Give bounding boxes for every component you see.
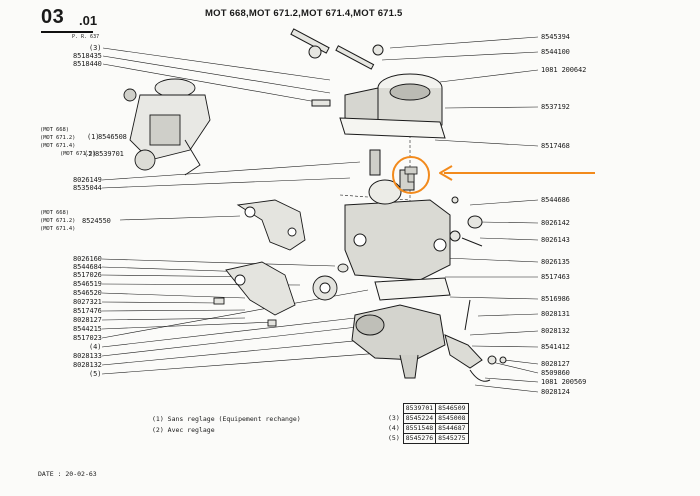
table-cell: 8545276	[402, 433, 437, 444]
footnote-1: (1) Sans reglage (Equipement rechange)	[152, 415, 301, 423]
note-ref-1: (1)	[87, 133, 100, 141]
callout-list-item: 8544215	[73, 325, 102, 333]
callout-right-item: 8509860	[541, 369, 570, 377]
table-row: (5) 8545276 8545275	[386, 433, 469, 444]
label-mot668-b: (MOT 668)	[40, 210, 69, 216]
callout-right-item: 8028124	[541, 388, 570, 396]
table-row-label: (5)	[388, 434, 400, 442]
callout-right-item: 8028127	[541, 360, 570, 368]
callout-list-item: 8027321	[73, 298, 102, 306]
callout-right-item: 1081 200569	[541, 378, 587, 386]
page-number: 03	[41, 6, 65, 28]
main-carburetor	[290, 28, 507, 382]
label-mot6714-b: (MOT 671.4)	[40, 226, 76, 232]
label-mot6715: (MOT 671.5)	[60, 151, 96, 157]
footnotes: (1) Sans reglage (Equipement rechange) (…	[152, 414, 301, 436]
table-cell: 8539701	[402, 403, 437, 414]
label-mot6714: (MOT 671.4)	[40, 143, 76, 149]
callout-list-item: 8517026	[73, 271, 102, 279]
callout-8535044: 8535044	[73, 184, 102, 192]
callout-left-3: (3)	[89, 44, 102, 52]
jet-highlight	[392, 156, 595, 194]
callout-8026149: 8026149	[73, 176, 102, 184]
callout-list-item: 8517023	[73, 334, 102, 342]
label-mot668: (MOT 668)	[40, 127, 69, 133]
callout-right-item: 8544100	[541, 48, 570, 56]
callout-8539701: 8539701	[95, 150, 124, 158]
callout-list-item: 8546520	[73, 289, 102, 297]
callout-list-item: 8028127	[73, 316, 102, 324]
table-cell: 8545275	[435, 433, 469, 444]
callout-list-item: 8517476	[73, 307, 102, 315]
table-row-label	[386, 404, 403, 414]
table-row: 8539701 8546509	[386, 403, 469, 414]
leader-lines	[101, 36, 539, 393]
throttle-linkage	[213, 261, 349, 327]
table-cell: 8546509	[435, 403, 469, 414]
callout-right-item: 8026135	[541, 258, 570, 266]
page-ref: P. R. 637	[72, 34, 100, 40]
table-row: (4) 8551548 8544687	[386, 423, 469, 434]
callout-list-item: 8026160	[73, 255, 102, 263]
document-date: DATE : 20-02-63	[38, 470, 97, 478]
callout-right-item: 8517463	[541, 273, 570, 281]
table-row: (3) 8545224 8545008	[386, 413, 469, 424]
table-row-label: (3)	[388, 414, 400, 422]
label-mot6712: (MOT 671.2)	[40, 135, 76, 141]
callout-right-item: 8028132	[541, 327, 570, 335]
callout-right-item: 8026142	[541, 219, 570, 227]
callout-list-item: (4)	[89, 343, 102, 351]
table-cell: 8544687	[435, 423, 469, 434]
jet-part	[404, 166, 418, 183]
callout-8546508: 8546508	[98, 133, 127, 141]
callout-right-item: 8544686	[541, 196, 570, 204]
callout-list-item: (5)	[89, 370, 102, 378]
callout-list-item: 8544684	[73, 263, 102, 271]
header-rule	[41, 31, 93, 33]
callout-right-item: 8537192	[541, 103, 570, 111]
callout-list-item: 8028133	[73, 352, 102, 360]
table-cell: 8545008	[435, 413, 469, 424]
reference-table: 8539701 8546509 (3) 8545224 8545008 (4) …	[386, 403, 469, 444]
choke-bracket	[236, 199, 306, 251]
callout-right-item: 8517468	[541, 142, 570, 150]
callout-right-item: 8026143	[541, 236, 570, 244]
note-ref-2: (2)	[84, 150, 97, 158]
callout-right-item: 8028131	[541, 310, 570, 318]
callout-right-item: 8516986	[541, 295, 570, 303]
inset-carburetor-top	[123, 78, 211, 176]
table-cell: 8545224	[402, 413, 437, 424]
callout-8518440: 8518440	[73, 60, 102, 68]
callout-right-item: 8541412	[541, 343, 570, 351]
callout-list-item: 8028132	[73, 361, 102, 369]
label-mot6712-b: (MOT 671.2)	[40, 218, 76, 224]
table-row-label: (4)	[388, 424, 400, 432]
callout-right-item: 8545394	[541, 33, 570, 41]
page-subnumber: .01	[79, 13, 98, 28]
page-title: MOT 668,MOT 671.2,MOT 671.4,MOT 671.5	[205, 8, 403, 19]
callout-list-item: 8546519	[73, 280, 102, 288]
table-cell: 8551548	[402, 423, 437, 434]
callout-right-item: 1081 200642	[541, 66, 587, 74]
footnote-2: (2) Avec reglage	[152, 426, 215, 434]
callout-8518435: 8518435	[73, 52, 102, 60]
callout-8524550: 8524550	[82, 217, 111, 225]
